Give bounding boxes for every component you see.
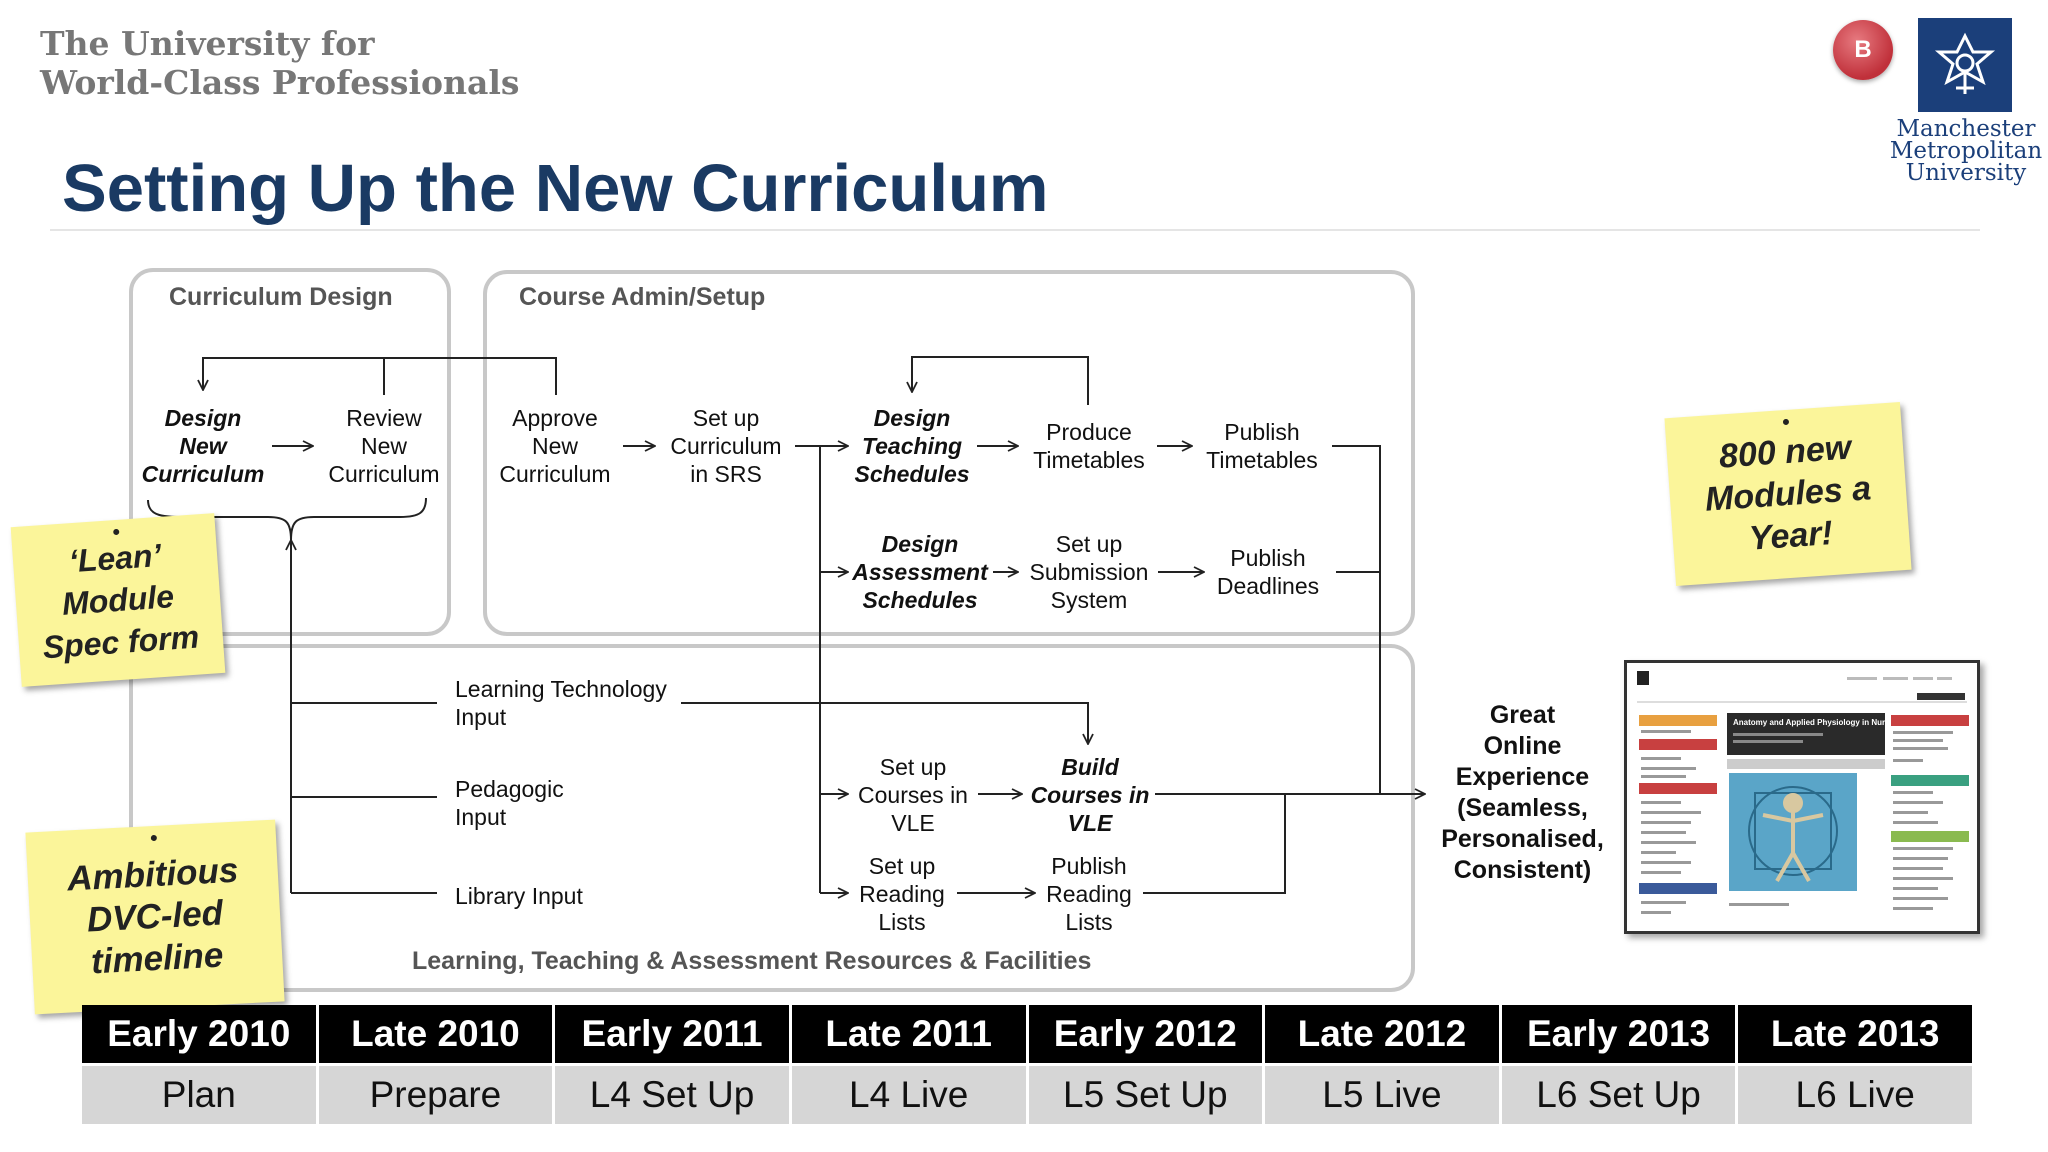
vle-screenshot-thumbnail: Anatomy and Applied Physiology in Nursin… — [1624, 660, 1980, 934]
node-build-courses-vle: Build Courses in VLE — [1030, 754, 1150, 836]
node-setup-submission-system: Set up Submission System — [1029, 531, 1149, 613]
pin-icon — [113, 528, 120, 536]
pin-icon — [150, 834, 158, 842]
timeline-phase: L5 Set Up — [1028, 1066, 1266, 1124]
timeline-phase: Prepare — [318, 1066, 556, 1124]
resources-panel — [129, 644, 1415, 992]
timeline-period: Late 2013 — [1738, 1005, 1972, 1063]
node-design-assessment-schedules: Design Assessment Schedules — [852, 531, 988, 613]
node-publish-timetables: Publish Timetables — [1206, 419, 1318, 473]
timeline-phase: L4 Live — [791, 1066, 1029, 1124]
vle-page-image: Anatomy and Applied Physiology in Nursin… — [1627, 663, 1977, 931]
slide-title: Setting Up the New Curriculum — [62, 151, 1049, 226]
node-library-input: Library Input — [455, 883, 583, 909]
outcome-great-online-experience: Great Online Experience (Seamless, Perso… — [1441, 701, 1604, 884]
node-design-new-curriculum: Design New Curriculum — [141, 405, 265, 487]
node-produce-timetables: Produce Timetables — [1033, 419, 1145, 473]
timeline-phases-row: Plan Prepare L4 Set Up L4 Live L5 Set Up… — [82, 1063, 1972, 1124]
timeline-table: Early 2010 Late 2010 Early 2011 Late 201… — [82, 1005, 1972, 1124]
resources-title: Learning, Teaching & Assessment Resource… — [412, 947, 1092, 975]
node-design-teaching-schedules: Design Teaching Schedules — [854, 405, 970, 487]
bee-swarm-icon — [1934, 32, 1996, 94]
presenter-badge[interactable]: B — [1833, 20, 1893, 80]
timeline-phase: L5 Live — [1265, 1066, 1502, 1124]
sticky-lean-text: ‘Lean’ Module Spec form — [41, 536, 201, 666]
course-admin-title: Course Admin/Setup — [519, 283, 766, 311]
curriculum-design-title: Curriculum Design — [169, 283, 393, 311]
node-publish-reading-lists: Publish Reading Lists — [1046, 853, 1132, 935]
node-setup-curriculum-srs: Set up Curriculum in SRS — [670, 405, 782, 487]
timeline-period: Early 2012 — [1028, 1005, 1266, 1063]
sticky-ambitious-timeline: Ambitious DVC-led timeline — [25, 819, 285, 1015]
node-setup-courses-vle: Set up Courses in VLE — [858, 754, 968, 836]
timeline-phase: Plan — [82, 1066, 319, 1124]
node-approve-new-curriculum: Approve New Curriculum — [499, 405, 611, 487]
sticky-lean-module-spec: ‘Lean’ Module Spec form — [10, 513, 226, 687]
tagline: The University for World-Class Professio… — [40, 24, 520, 102]
node-pedagogic-input: Pedagogic Input — [455, 776, 564, 830]
timeline-period: Late 2011 — [791, 1005, 1029, 1063]
timeline-periods-row: Early 2010 Late 2010 Early 2011 Late 201… — [82, 1005, 1972, 1063]
node-setup-reading-lists: Set up Reading Lists — [859, 853, 945, 935]
timeline-period: Early 2010 — [82, 1005, 319, 1063]
university-logo-text: Manchester Metropolitan University — [1889, 116, 2043, 186]
title-divider — [50, 229, 1980, 231]
node-review-new-curriculum: Review New Curriculum — [328, 405, 440, 487]
node-learning-technology-input: Learning Technology Input — [455, 676, 667, 730]
node-publish-deadlines: Publish Deadlines — [1216, 545, 1320, 599]
timeline-period: Early 2013 — [1501, 1005, 1739, 1063]
sticky-ambitious-text: Ambitious DVC-led timeline — [66, 850, 240, 982]
pin-icon — [1782, 418, 1790, 426]
sticky-modules-text: 800 new Modules a Year! — [1703, 428, 1873, 558]
university-logo-icon — [1918, 18, 2012, 112]
thumbnail-heading: Anatomy and Applied Physiology in Nursin… — [1733, 718, 1902, 727]
timeline-phase: L6 Set Up — [1501, 1066, 1739, 1124]
sticky-800-modules: 800 new Modules a Year! — [1664, 401, 1912, 587]
timeline-phase: L4 Set Up — [555, 1066, 792, 1124]
timeline-period: Early 2011 — [555, 1005, 792, 1063]
timeline-phase: L6 Live — [1738, 1066, 1972, 1124]
course-admin-panel — [483, 270, 1415, 636]
timeline-period: Late 2010 — [318, 1005, 556, 1063]
timeline-period: Late 2012 — [1265, 1005, 1502, 1063]
